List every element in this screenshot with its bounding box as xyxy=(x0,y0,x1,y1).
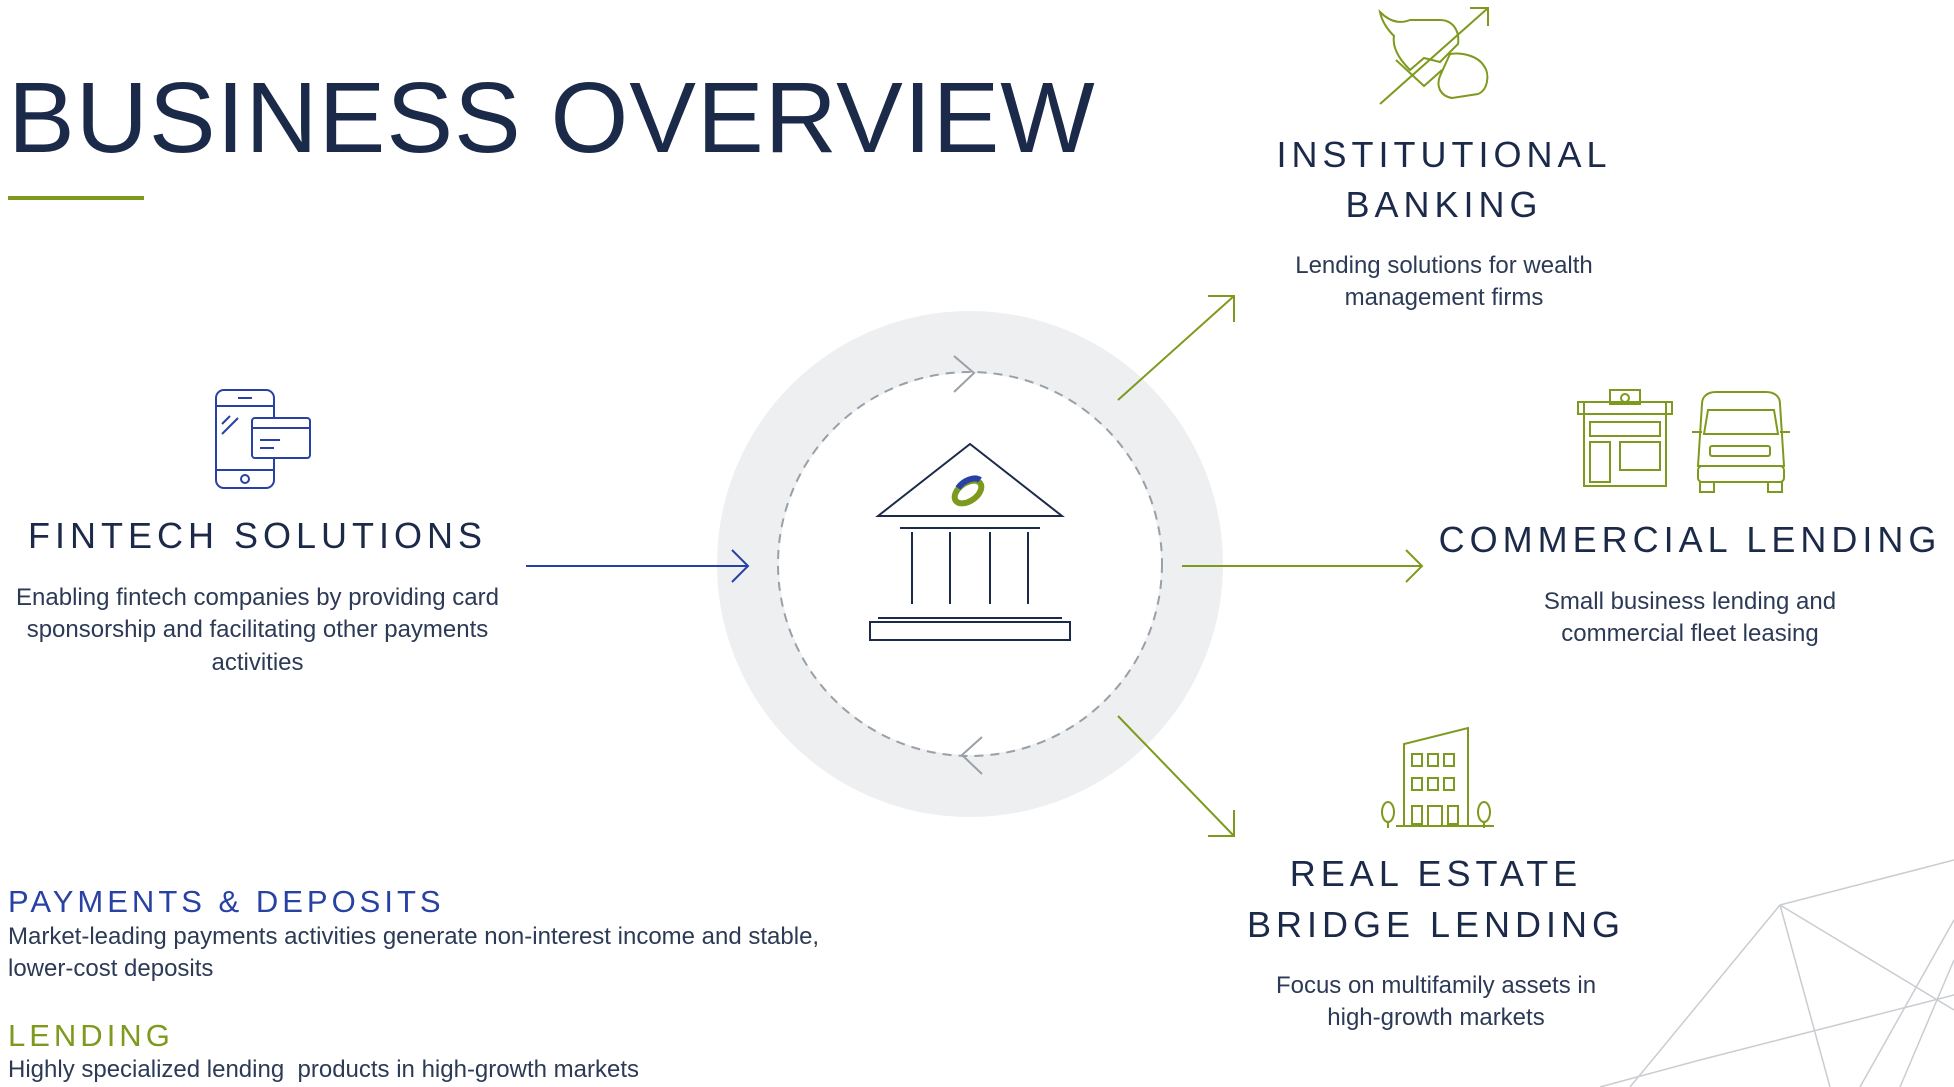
institutional-heading-line1: INSTITUTIONAL xyxy=(1276,134,1612,175)
institutional-heading-line2: BANKING xyxy=(1345,184,1543,225)
fintech-description: Enabling fintech companies by providing … xyxy=(16,584,499,676)
lending-text: Highly specialized lending products in h… xyxy=(8,1056,639,1083)
cycle-arrow-bottom-icon xyxy=(960,736,983,775)
commercial-description: Small business lending and commercial fl… xyxy=(1543,588,1837,648)
real-estate-heading-line1: REAL ESTATE xyxy=(1289,853,1583,894)
bank-building-icon xyxy=(869,442,1071,641)
payments-deposits-text: Market-leading payments activities gener… xyxy=(8,923,820,983)
van-icon xyxy=(1692,391,1790,493)
lending-label: LENDING xyxy=(8,1018,174,1053)
bull-bear-icon xyxy=(1378,7,1489,105)
real-estate-description: Focus on multifamily assets in high-grow… xyxy=(1275,972,1597,1032)
apartment-building-icon xyxy=(1381,726,1494,828)
storefront-icon xyxy=(1577,389,1673,487)
real-estate-arrow xyxy=(1117,715,1235,837)
bank-logo-icon xyxy=(951,475,985,507)
payments-deposits-label: PAYMENTS & DEPOSITS xyxy=(8,884,445,919)
cycle-arrow-top-icon xyxy=(953,355,976,393)
cycle-dashed-circle xyxy=(777,371,1163,757)
institutional-description: Lending solutions for wealth management … xyxy=(1295,252,1593,312)
page-title: BUSINESS OVERVIEW xyxy=(8,62,1096,174)
commercial-heading: COMMERCIAL LENDING xyxy=(1438,519,1942,560)
real-estate-heading-line2: BRIDGE LENDING xyxy=(1246,904,1626,945)
fintech-heading: FINTECH SOLUTIONS xyxy=(27,515,488,556)
commercial-arrow xyxy=(1182,549,1424,583)
decorative-lines xyxy=(1599,859,1954,1087)
center-ring xyxy=(717,311,1223,817)
institutional-arrow xyxy=(1117,295,1235,401)
fintech-arrow xyxy=(526,549,750,583)
mobile-card-icon xyxy=(215,389,311,489)
title-underline xyxy=(8,196,144,200)
